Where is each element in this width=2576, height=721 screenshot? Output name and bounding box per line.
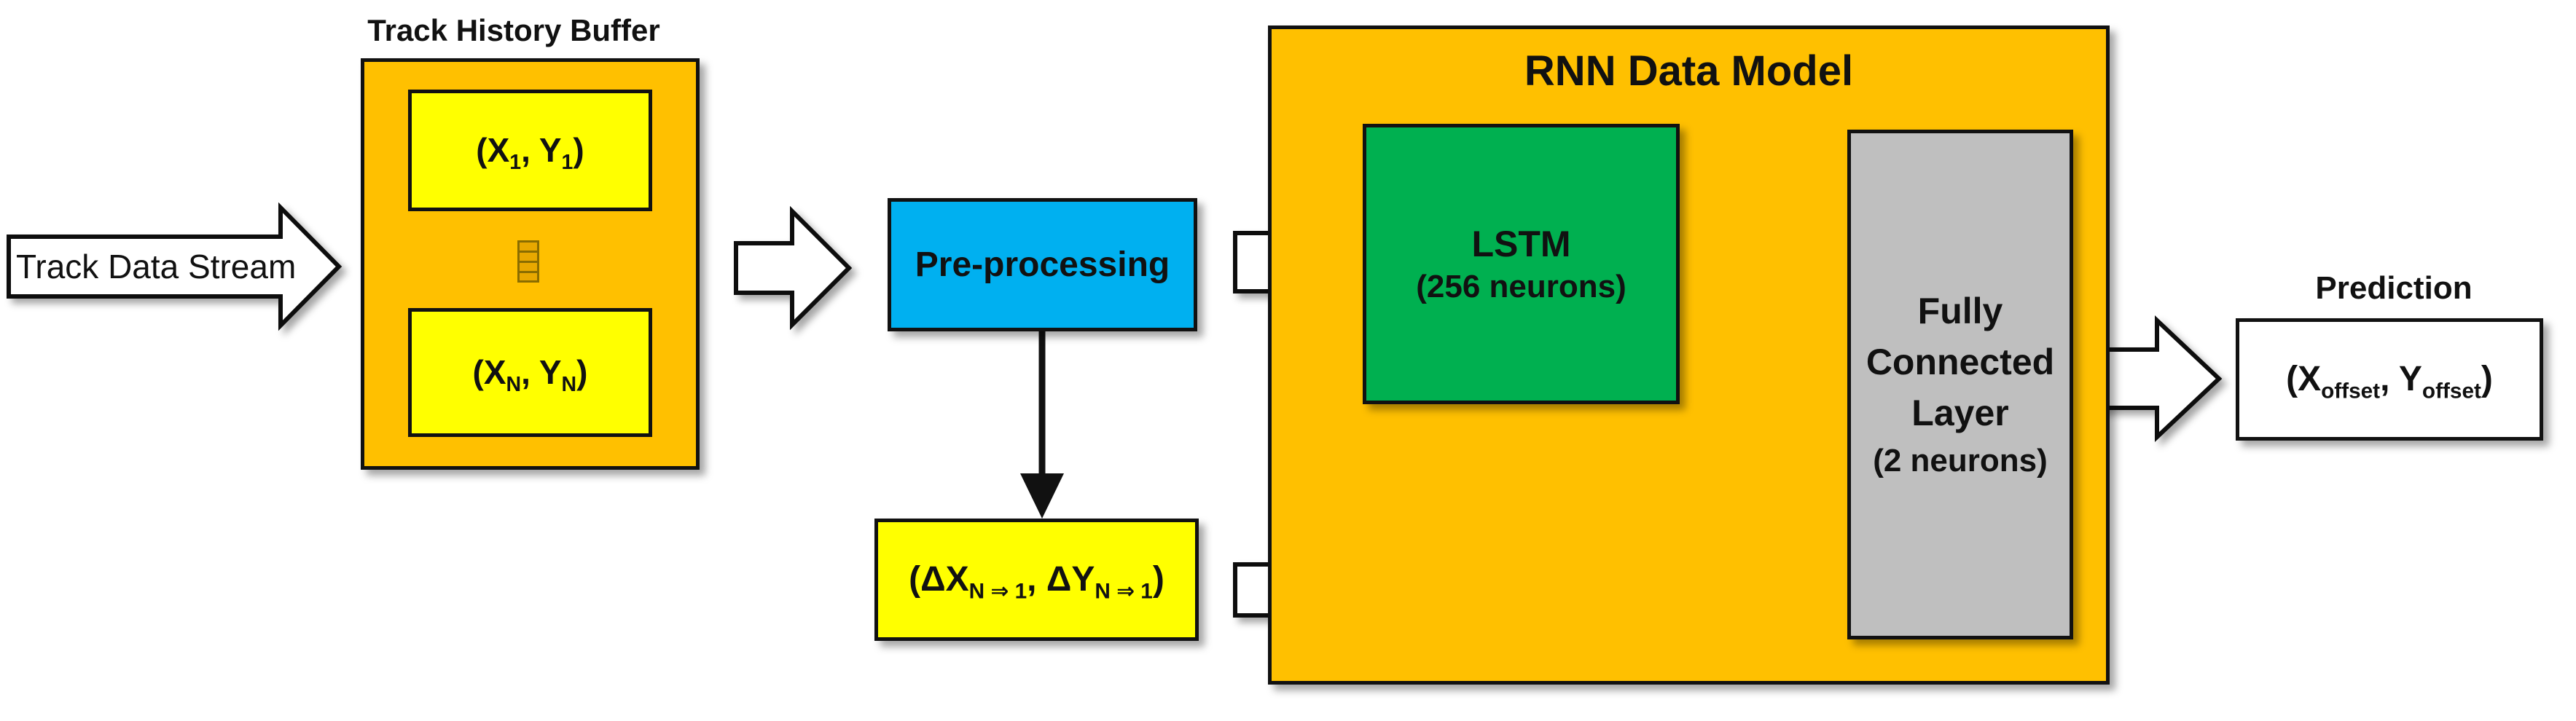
input-arrow [7,202,342,331]
buffer-last-y-sub: N [561,372,577,396]
fc-line1: Fully [1917,291,2003,332]
delta-y-sub: N ⇒ 1 [1095,579,1153,604]
delta-block: (ΔXN ⇒ 1, ΔYN ⇒ 1) [874,519,1199,641]
buffer-first-y: , Y [521,130,562,169]
prediction-x-sub: offset [2321,379,2381,403]
prediction-title: Prediction [2315,270,2473,306]
buffer-to-preprocessing-arrow [734,205,853,331]
fc-line3: Layer [1911,393,2009,434]
buffer-last-entry: (XN, YN) [408,308,652,437]
buffer-last-x-sub: N [506,372,522,396]
preprocessing-block: Pre-processing [888,198,1197,331]
lstm-block: LSTM (256 neurons) [1363,124,1680,404]
prediction-close: ) [2481,360,2493,398]
delta-x: (ΔX [909,560,969,599]
buffer-last-x: (X [472,352,506,391]
buffer-first-y-sub: 1 [561,150,573,174]
buffer-last-y: , Y [521,352,562,391]
buffer-first-entry: (X1, Y1) [408,90,652,211]
delta-x-sub: N ⇒ 1 [968,579,1027,604]
prediction-y: , Y [2380,360,2422,398]
fully-connected-layer: Fully Connected Layer (2 neurons) [1847,130,2073,639]
buffer-first-x-sub: 1 [509,150,522,174]
fc-neurons: (2 neurons) [1873,443,2048,479]
lstm-neurons: (256 neurons) [1416,269,1626,305]
buffer-first-x: (X [476,130,510,169]
buffer-title: Track History Buffer [367,13,660,47]
prediction-x: (X [2286,360,2322,398]
rnn-data-model-title: RNN Data Model [1524,47,1854,95]
ellipsis-icon [517,240,539,283]
delta-y: , ΔY [1027,560,1095,599]
buffer-last-close: ) [576,352,588,391]
preprocessing-to-delta-arrowhead [1020,473,1064,519]
lstm-name: LSTM [1471,223,1571,264]
delta-close: ) [1152,560,1164,599]
buffer-first-close: ) [573,130,584,169]
fc-line2: Connected [1866,342,2055,383]
prediction-y-sub: offset [2422,379,2481,403]
input-label: Track Data Stream [16,248,297,285]
prediction-block: (Xoffset, Yoffset) [2236,318,2543,441]
